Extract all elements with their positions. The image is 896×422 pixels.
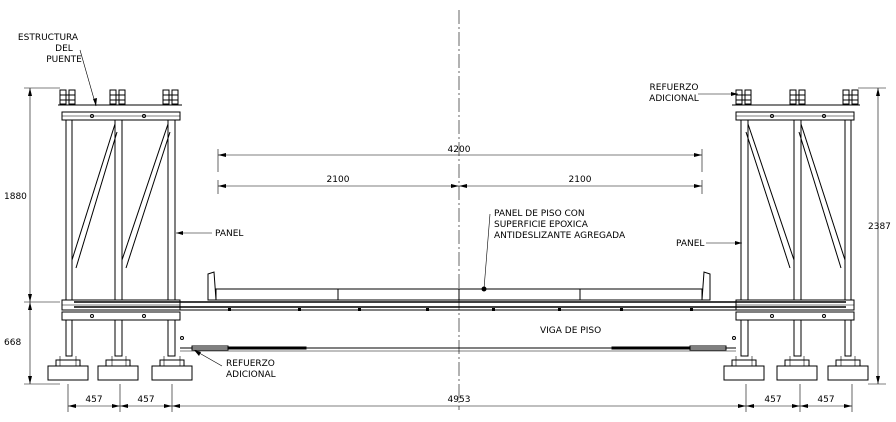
left-curb [207,271,217,301]
label-bridge-structure-1: ESTRUCTURA [18,33,79,43]
label-floor-panel-3: ANTIDESLIZANTE AGREGADA [494,231,626,241]
dim-half-left: 2100 [327,175,350,185]
left-feet [47,356,193,381]
dim-half-right: 2100 [569,175,592,185]
dim-bottom-2: 457 [137,395,154,405]
right-feet [723,356,869,381]
dim-bottom-3: 4953 [448,395,471,405]
label-bridge-structure-3: PUENTE [46,55,82,65]
dim-bottom-5: 457 [817,395,834,405]
label-reinforcement-top-1: REFUERZO [650,83,699,93]
right-truss [723,89,869,381]
dimension-lines [24,87,886,412]
dim-height-right: 2387 [868,222,891,232]
left-top-connectors [58,89,182,106]
leader-bridge-structure [79,49,97,107]
label-reinforcement-top-2: ADICIONAL [649,94,699,104]
dim-height-left-upper: 1880 [4,192,27,202]
right-verticals [740,119,852,357]
label-floor-panel-2: SUPERFICIE EPOXICA [494,220,589,230]
floor-panel [74,271,846,311]
label-reinforcement-bottom-2: ADICIONAL [226,370,276,380]
left-verticals [65,119,176,357]
label-reinforcement-bottom-1: REFUERZO [226,359,275,369]
right-top-connectors [732,89,860,106]
label-panel-left: PANEL [215,229,243,239]
left-truss [47,89,193,381]
label-bridge-structure-2: DEL [55,44,73,54]
dim-height-left-lower: 668 [4,338,21,348]
label-panel-right: PANEL [676,239,704,249]
floor-beam [180,309,736,352]
dim-bottom-4: 457 [764,395,781,405]
right-diagonals [745,123,846,269]
leader-floor-panel [483,213,491,290]
label-floor-panel-1: PANEL DE PISO CON [494,209,585,219]
left-diagonals [71,123,171,269]
dim-bottom-1: 457 [85,395,102,405]
label-floor-beam: VIGA DE PISO [540,326,601,336]
dim-total-span: 4200 [448,145,471,155]
right-curb [701,271,711,301]
reinforcement-rods [191,345,727,351]
